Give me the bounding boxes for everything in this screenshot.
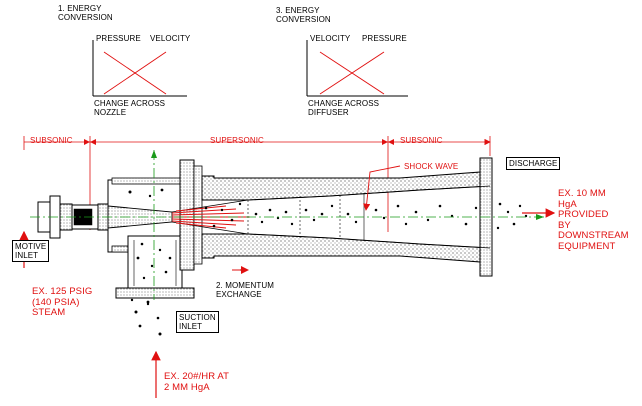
zone-subsonic-right: SUBSONIC [400,136,443,145]
graph3-y-label-left: VELOCITY [310,34,351,43]
motive-inlet-label: MOTIVE INLET [12,240,50,262]
graph-nozzle [92,40,187,97]
centerlines [30,150,544,300]
graph1-y-label-left: PRESSURE [96,34,141,43]
graph3-title: 3. ENERGY CONVERSION [276,6,331,24]
suction-conditions: EX. 20#/HR AT 2 MM HgA [164,371,230,393]
graph3-x-label: CHANGE ACROSS DIFFUSER [308,99,380,117]
momentum-exchange-label: 2. MOMENTUM EXCHANGE [216,281,274,299]
graph1-y-label-right: VELOCITY [150,34,191,43]
suction-inlet-label: SUCTION INLET [176,311,219,333]
zone-supersonic: SUPERSONIC [210,136,264,145]
motive-conditions: EX. 125 PSIG (140 PSIA) STEAM [32,286,93,318]
zone-subsonic-left: SUBSONIC [30,136,73,145]
graph-diffuser [306,40,408,97]
discharge-conditions: EX. 10 MM HgA PROVIDED BY DOWNSTREAM EQU… [558,188,629,252]
ejector-body [37,157,493,299]
motive-jet [171,205,250,229]
centerline-arrows [151,150,544,220]
graph3-y-label-right: PRESSURE [362,34,407,43]
pressure-curve [319,51,385,95]
shock-wave-leader [363,165,401,211]
discharge-label: DISCHARGE [506,157,561,170]
shock-wave-label: SHOCK WAVE [404,162,459,171]
graph1-title: 1. ENERGY CONVERSION [58,4,113,22]
velocity-curve [103,51,167,95]
graph1-x-label: CHANGE ACROSS NOZZLE [94,99,166,117]
